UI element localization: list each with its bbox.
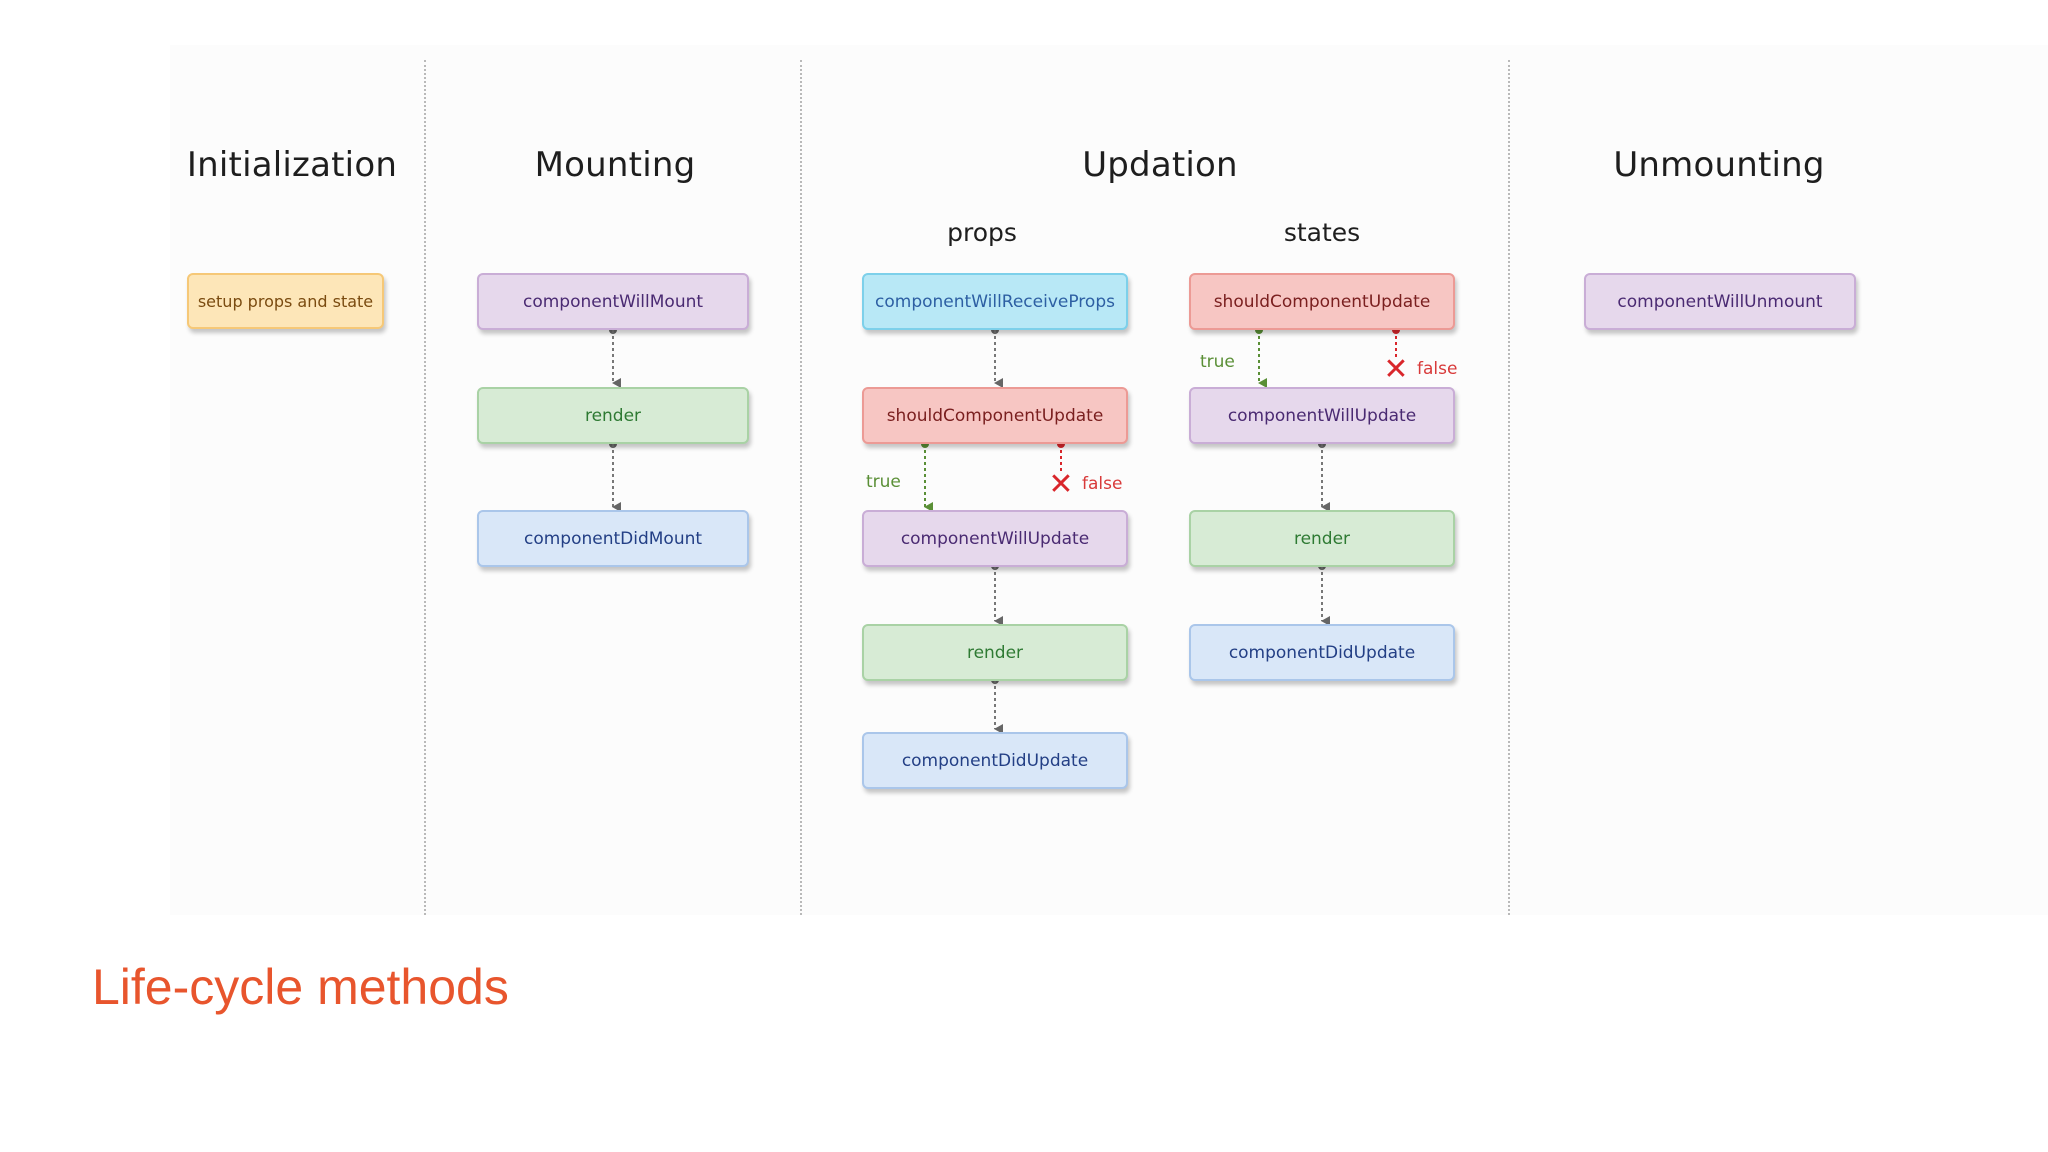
edge-will-mount-to-render: [609, 326, 621, 388]
states-false-label: false: [1417, 359, 1458, 379]
node-component-will-receive-props: componentWillReceiveProps: [862, 273, 1128, 330]
props-true-label: true: [866, 472, 901, 492]
props-false-x-icon: ✕: [1048, 467, 1074, 502]
node-props-render: render: [862, 624, 1128, 681]
edge-props-render-to-did-update: [991, 676, 1003, 734]
states-true-label: true: [1200, 352, 1235, 372]
divider-mounting-updation: [800, 60, 802, 915]
node-props-should-component-update: shouldComponentUpdate: [862, 387, 1128, 444]
node-states-should-component-update: shouldComponentUpdate: [1189, 273, 1455, 330]
lifecycle-diagram: Initialization Mounting Updation Unmount…: [170, 45, 2048, 915]
phase-title-updation: Updation: [1082, 145, 1238, 185]
node-props-component-did-update: componentDidUpdate: [862, 732, 1128, 789]
node-setup-props-and-state: setup props and state: [187, 273, 384, 329]
slide-caption: Life-cycle methods: [92, 959, 509, 1015]
node-states-render: render: [1189, 510, 1455, 567]
divider-updation-unmounting: [1508, 60, 1510, 915]
phase-title-initialization: Initialization: [186, 145, 398, 185]
edge-props-should-update-true: [921, 440, 933, 512]
node-props-component-will-update: componentWillUpdate: [862, 510, 1128, 567]
states-false-x-icon: ✕: [1383, 352, 1409, 387]
group-title-states: states: [1283, 218, 1361, 247]
phase-title-mounting: Mounting: [534, 145, 696, 185]
node-component-did-mount: componentDidMount: [477, 510, 749, 567]
edge-receive-props-to-should-update: [991, 326, 1003, 388]
edge-states-will-update-to-render: [1318, 440, 1330, 512]
edge-states-should-update-true: [1255, 326, 1267, 388]
node-component-will-mount: componentWillMount: [477, 273, 749, 330]
edge-props-will-update-to-render: [991, 562, 1003, 626]
divider-initialization-mounting: [424, 60, 426, 915]
edge-states-render-to-did-update: [1318, 562, 1330, 626]
phase-title-unmounting: Unmounting: [1613, 145, 1825, 185]
props-false-label: false: [1082, 474, 1123, 494]
node-mount-render: render: [477, 387, 749, 444]
node-component-will-unmount: componentWillUnmount: [1584, 273, 1856, 330]
group-title-props: props: [947, 218, 1017, 247]
edge-render-to-did-mount: [609, 440, 621, 512]
node-states-component-did-update: componentDidUpdate: [1189, 624, 1455, 681]
node-states-component-will-update: componentWillUpdate: [1189, 387, 1455, 444]
